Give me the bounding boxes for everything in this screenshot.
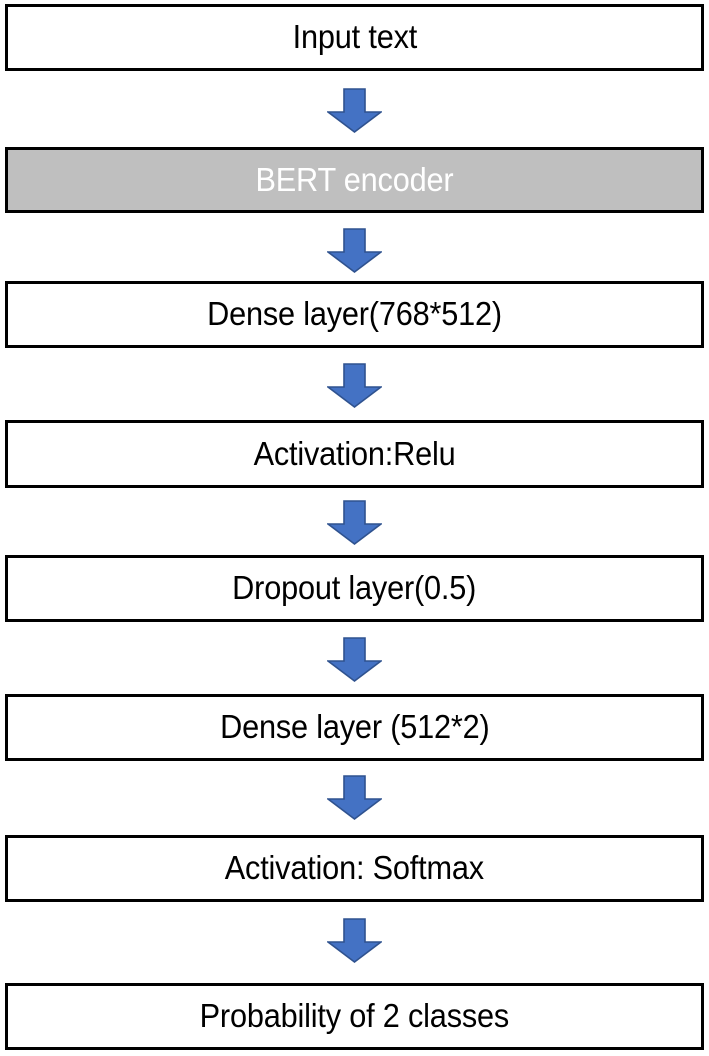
flow-node-dense-768-512[interactable]: Dense layer(768*512) <box>5 281 704 348</box>
flow-node-activation-softmax[interactable]: Activation: Softmax <box>5 835 704 902</box>
down-arrow-icon <box>327 918 382 963</box>
flow-node-dense-512-2[interactable]: Dense layer (512*2) <box>5 694 704 761</box>
flow-node-label: Probability of 2 classes <box>199 997 510 1035</box>
down-arrow-icon <box>327 363 382 408</box>
flow-node-label: Input text <box>292 18 417 56</box>
down-arrow-icon <box>327 88 382 133</box>
down-arrow-icon <box>327 500 382 545</box>
flow-node-label: Activation:Relu <box>253 434 456 472</box>
flow-node-label: Dense layer(768*512) <box>207 295 502 333</box>
down-arrow-icon <box>327 637 382 682</box>
down-arrow-icon <box>327 775 382 820</box>
flow-node-label: Dense layer (512*2) <box>219 708 490 746</box>
flow-node-dropout[interactable]: Dropout layer(0.5) <box>5 555 704 622</box>
flow-node-bert-encoder[interactable]: BERT encoder <box>5 147 704 213</box>
flow-node-label: Dropout layer(0.5) <box>232 569 477 607</box>
flow-node-label: BERT encoder <box>255 160 454 198</box>
flow-node-activation-relu[interactable]: Activation:Relu <box>5 420 704 488</box>
flow-node-probability[interactable]: Probability of 2 classes <box>5 983 704 1050</box>
flow-node-label: Activation: Softmax <box>224 849 485 887</box>
flow-node-input-text[interactable]: Input text <box>5 4 704 71</box>
down-arrow-icon <box>327 228 382 273</box>
